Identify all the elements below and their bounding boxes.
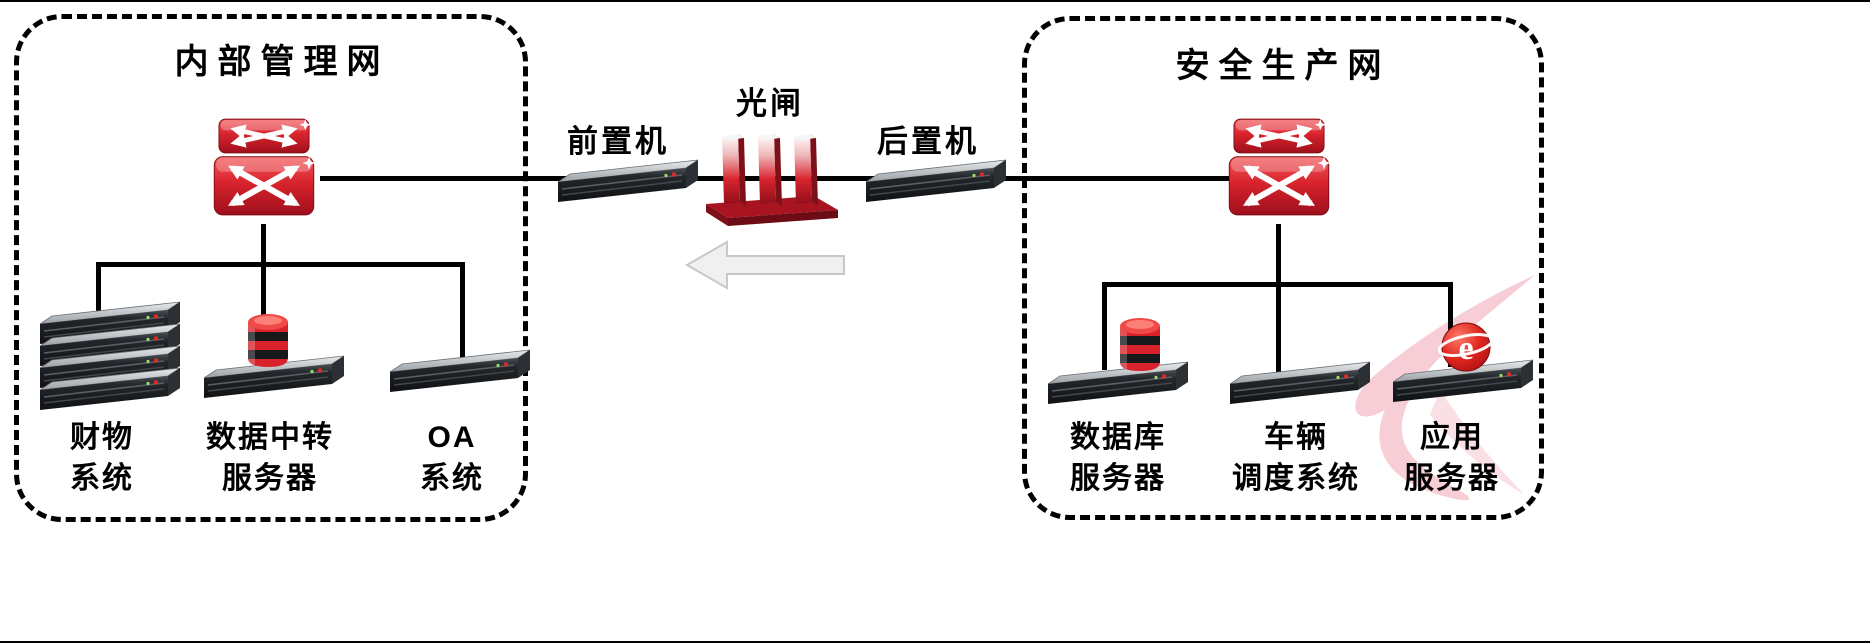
label-transfer-server: 数据中转 服务器 bbox=[206, 421, 334, 495]
optical-gate-icon bbox=[698, 120, 848, 226]
right-switch-downlink bbox=[1276, 224, 1281, 286]
front-machine-server-icon bbox=[550, 156, 700, 208]
data-flow-arrow-icon bbox=[684, 240, 845, 290]
database-cylinder-icon bbox=[1118, 316, 1162, 372]
label-optical-gate: 光闸 bbox=[736, 86, 804, 121]
right-drop-app bbox=[1448, 282, 1453, 367]
label-finance-system: 财物 系统 bbox=[70, 421, 134, 495]
app-e-badge-icon bbox=[1438, 318, 1494, 374]
label-database-server: 数据库 服务器 bbox=[1070, 421, 1166, 495]
right-drop-dispatch bbox=[1276, 282, 1281, 374]
left-drop-oa bbox=[460, 262, 465, 364]
zone-internal-management-border bbox=[14, 14, 528, 522]
label-front-machine: 前置机 bbox=[567, 124, 669, 159]
dispatch-server-icon bbox=[1222, 358, 1372, 410]
database-server-icon bbox=[1040, 358, 1190, 410]
label-back-machine: 后置机 bbox=[877, 124, 979, 159]
zone-title-safe-production: 安全生产网 bbox=[1175, 47, 1391, 85]
label-app-server: 应用 服务器 bbox=[1404, 421, 1500, 495]
left-bus-line bbox=[96, 262, 464, 267]
decorative-swoosh bbox=[1355, 275, 1535, 501]
right-drop-database bbox=[1102, 282, 1107, 370]
finance-server-stack-icon bbox=[32, 298, 182, 416]
left-switch-downlink bbox=[261, 224, 266, 266]
transfer-database-cylinder-icon bbox=[246, 312, 290, 368]
left-drop-finance bbox=[96, 262, 101, 320]
internal-network-switch-icon bbox=[203, 106, 325, 228]
label-oa-system: OA 系统 bbox=[420, 421, 484, 495]
back-machine-server-icon bbox=[858, 156, 1008, 208]
label-vehicle-dispatch-system: 车辆 调度系统 bbox=[1232, 421, 1360, 495]
zone-safe-production-border bbox=[1022, 16, 1544, 520]
left-drop-transfer bbox=[261, 262, 266, 347]
zone-title-internal-management: 内部管理网 bbox=[174, 43, 390, 81]
oa-server-icon bbox=[382, 346, 532, 398]
production-network-switch-icon bbox=[1218, 106, 1340, 228]
